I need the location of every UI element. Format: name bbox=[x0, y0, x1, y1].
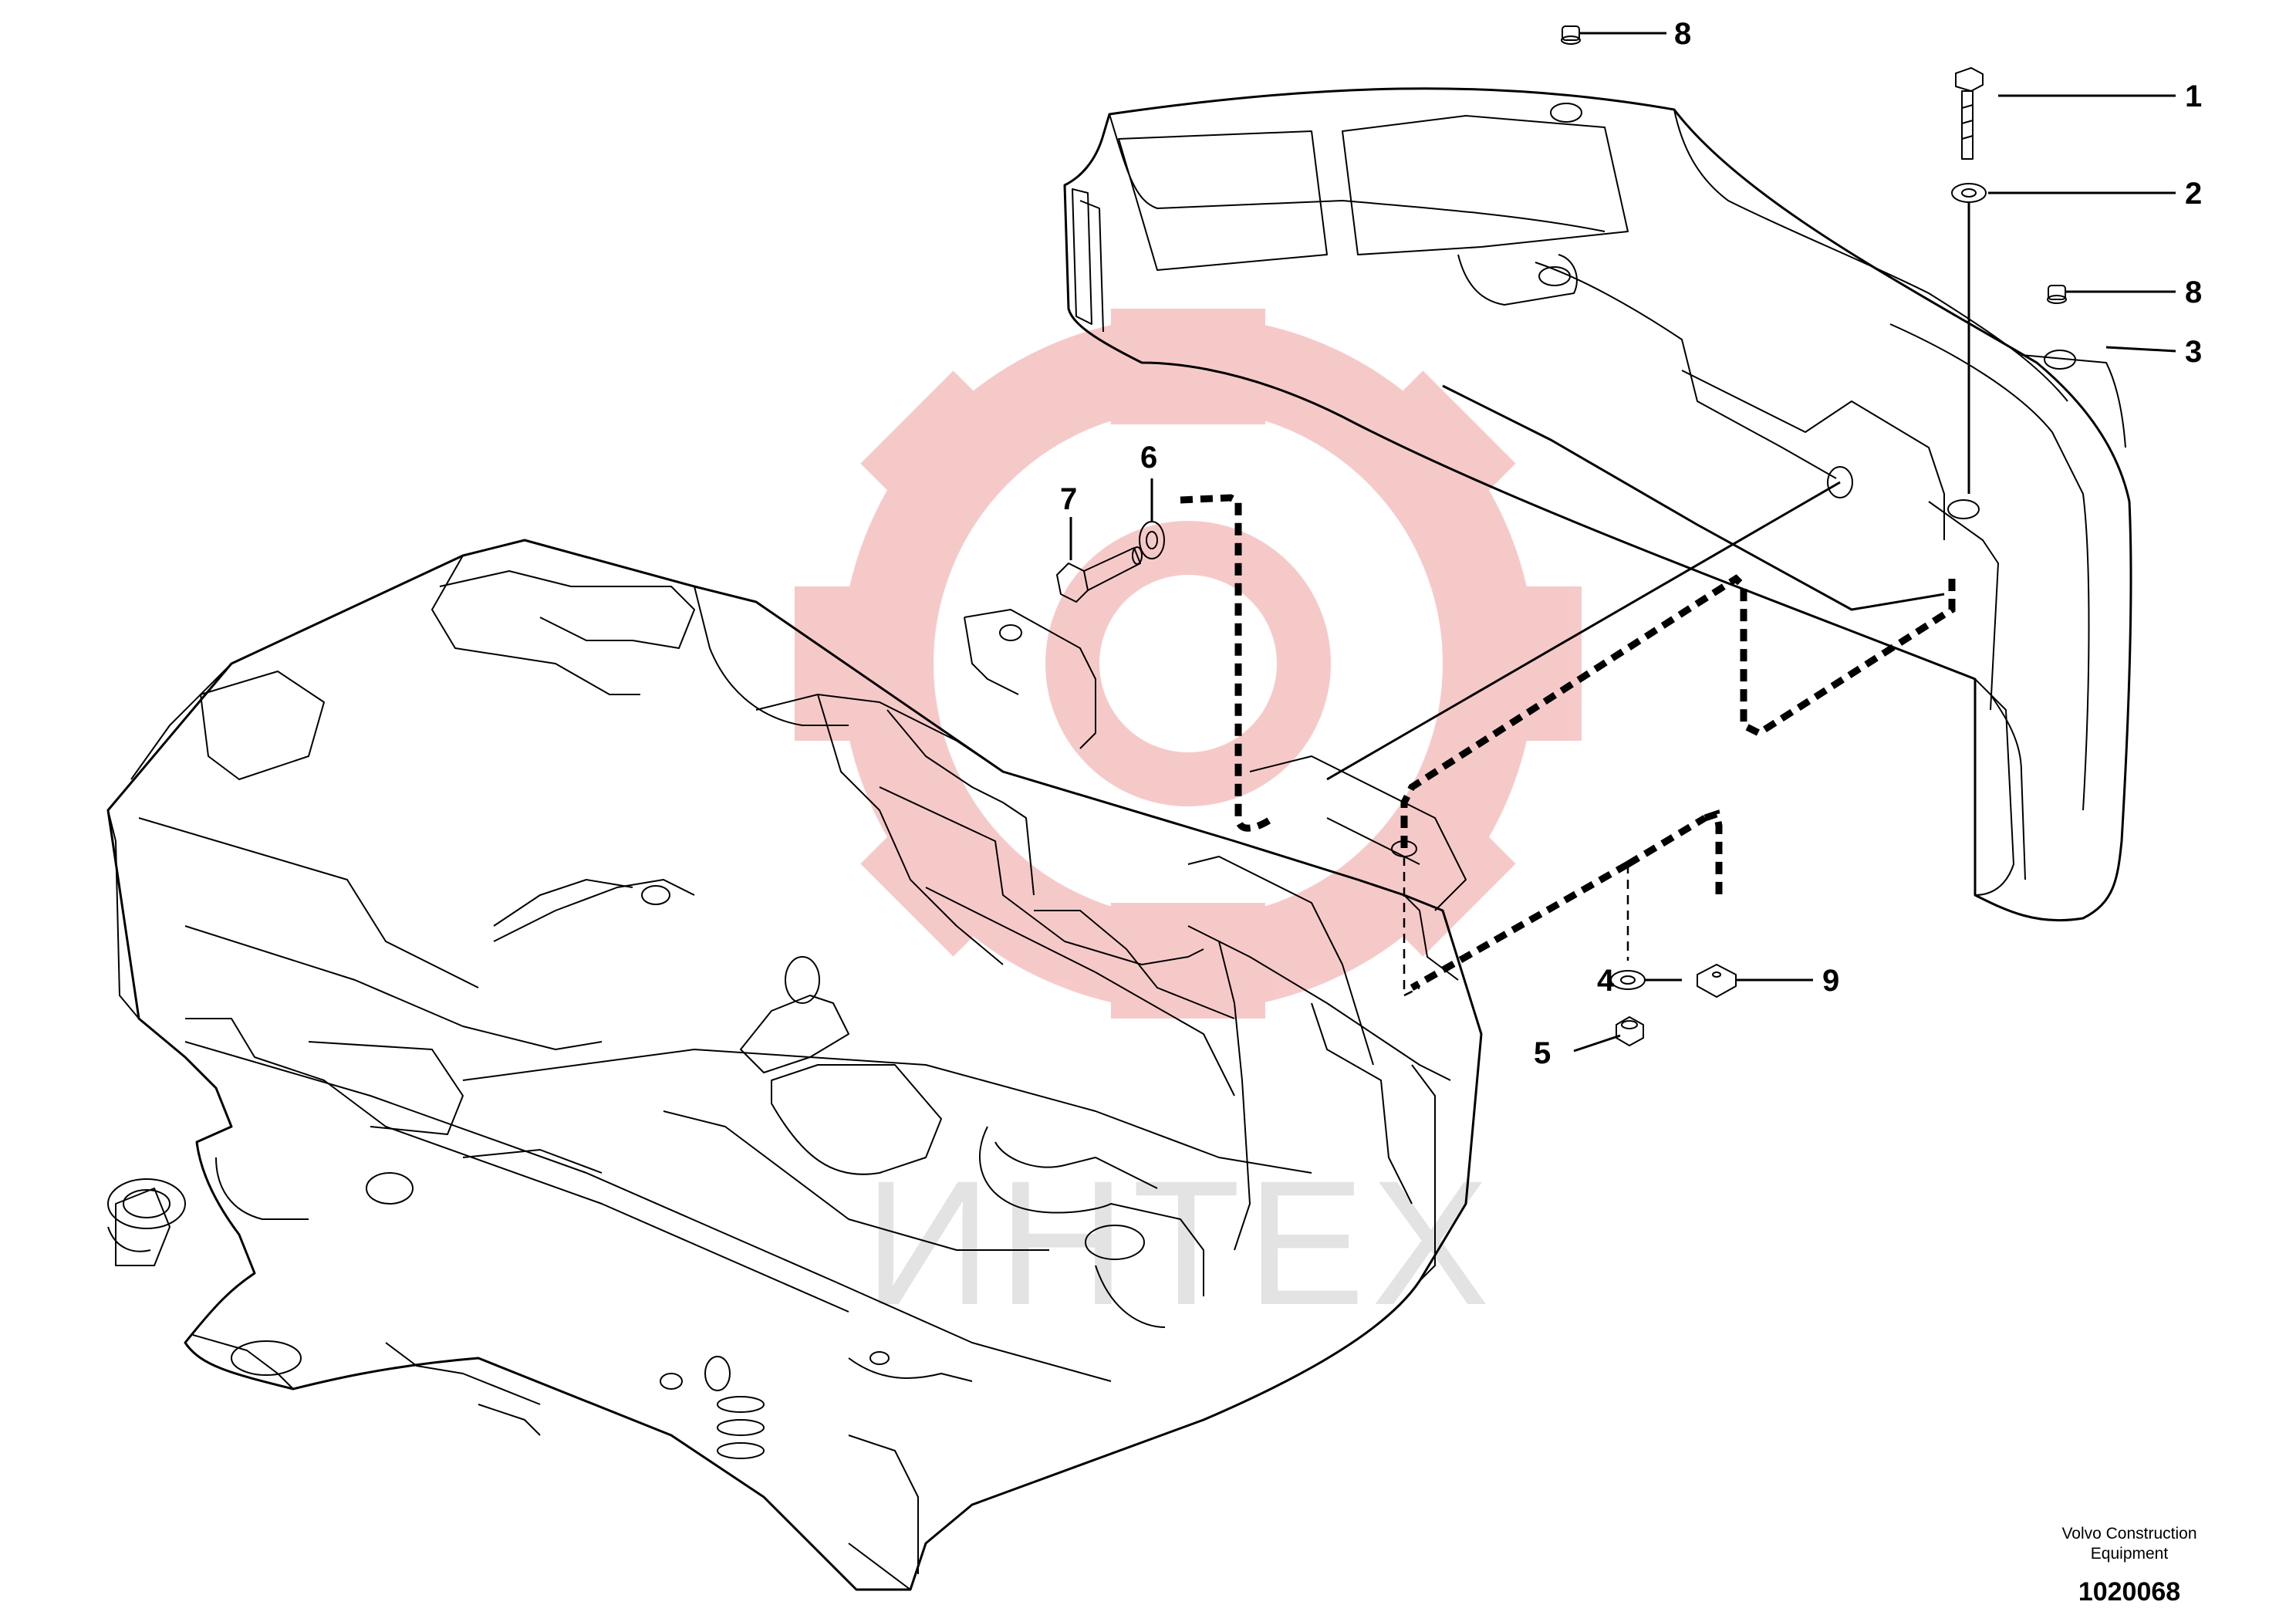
fasteners bbox=[1056, 25, 2067, 1046]
nut-5-icon bbox=[1616, 1016, 1644, 1046]
watermark-gear-icon bbox=[795, 309, 1582, 1019]
callouts: 1 2 3 4 5 6 7 8 8 9 bbox=[1060, 17, 2202, 1070]
caption-line-2: Equipment bbox=[2091, 1545, 2169, 1563]
drawing-number: 1020068 bbox=[2078, 1577, 2180, 1607]
plug-8-top-icon bbox=[1561, 25, 1581, 45]
caption-block: Volvo Construction Equipment 1020068 bbox=[2061, 1525, 2196, 1607]
upper-frame bbox=[106, 539, 1483, 1591]
plate-nut-9-icon bbox=[1697, 964, 1737, 998]
callout-1: 1 bbox=[2185, 79, 2202, 113]
callout-5: 5 bbox=[1534, 1036, 1551, 1070]
callout-7: 7 bbox=[1060, 482, 1077, 516]
callout-8-top: 8 bbox=[1674, 17, 1691, 51]
watermark: ИНТЕХ bbox=[795, 309, 1582, 1342]
counterweight bbox=[1063, 87, 2132, 922]
assembly-lines bbox=[1180, 202, 1970, 998]
callout-8-right: 8 bbox=[2185, 275, 2202, 309]
callout-6: 6 bbox=[1140, 441, 1157, 475]
caption-line-1: Volvo Construction bbox=[2061, 1525, 2196, 1543]
bolt-7-icon bbox=[1056, 546, 1143, 603]
callout-2: 2 bbox=[2185, 177, 2202, 211]
callout-9: 9 bbox=[1822, 964, 1839, 998]
plug-8-right-icon bbox=[2047, 285, 2067, 304]
callout-4: 4 bbox=[1597, 964, 1615, 998]
bolt-1-icon bbox=[1955, 67, 1984, 160]
watermark-text: ИНТЕХ bbox=[864, 1144, 1496, 1342]
callout-3: 3 bbox=[2185, 335, 2202, 369]
washer-2-icon bbox=[1951, 183, 1987, 203]
washer-4-icon bbox=[1610, 970, 1646, 990]
